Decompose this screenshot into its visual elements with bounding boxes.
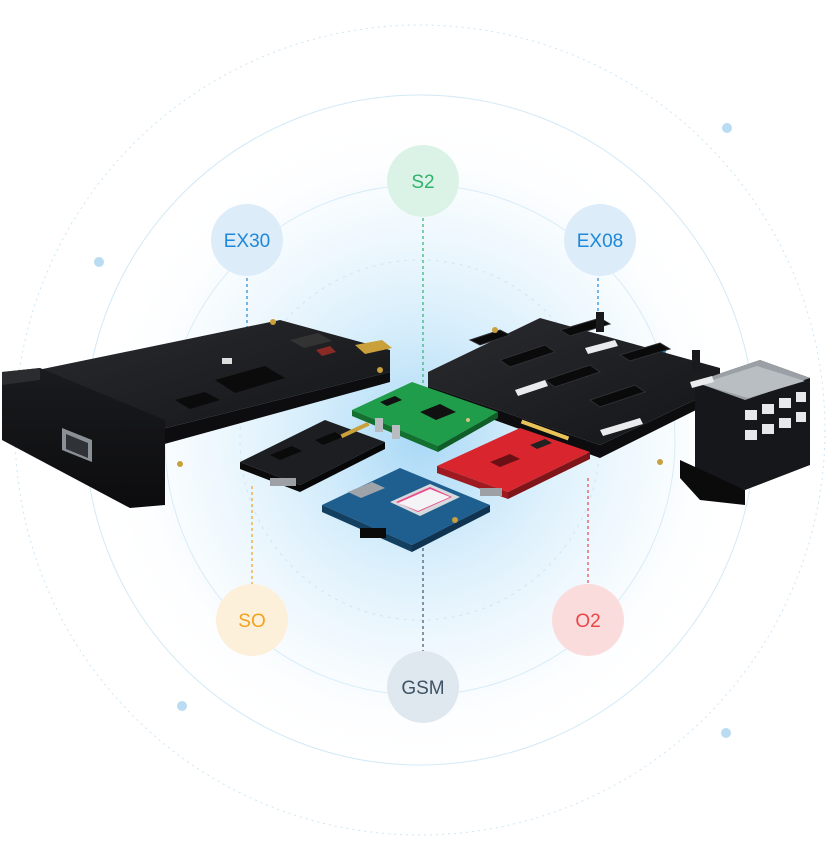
s2-module — [352, 382, 498, 452]
s2-label: S2 — [411, 172, 434, 193]
ex30-label: EX30 — [224, 231, 270, 252]
o2-label: O2 — [575, 611, 600, 632]
ex08-badge[interactable]: EX08 — [564, 204, 636, 276]
ring-dot — [722, 123, 732, 133]
s2-badge[interactable]: S2 — [387, 145, 459, 217]
gsm-module — [322, 468, 490, 552]
white-headers — [515, 340, 714, 436]
connector-lines — [246, 212, 599, 652]
so-badge[interactable]: SO — [216, 584, 288, 656]
ex08-label: EX08 — [577, 231, 623, 252]
ex30-board — [2, 319, 392, 508]
ex08-board — [428, 312, 810, 505]
rj45-ports — [745, 392, 806, 440]
slot-connectors — [468, 317, 672, 408]
ring — [14, 24, 826, 836]
so-label: SO — [238, 611, 265, 632]
ring-dot — [94, 257, 104, 267]
so-module — [240, 420, 385, 492]
ring-dot — [177, 701, 187, 711]
gsm-badge[interactable]: GSM — [387, 651, 459, 723]
o2-module — [437, 419, 590, 499]
gsm-label: GSM — [401, 678, 444, 699]
o2-badge[interactable]: O2 — [552, 584, 624, 656]
ring-dot — [721, 728, 731, 738]
ex30-badge[interactable]: EX30 — [211, 204, 283, 276]
